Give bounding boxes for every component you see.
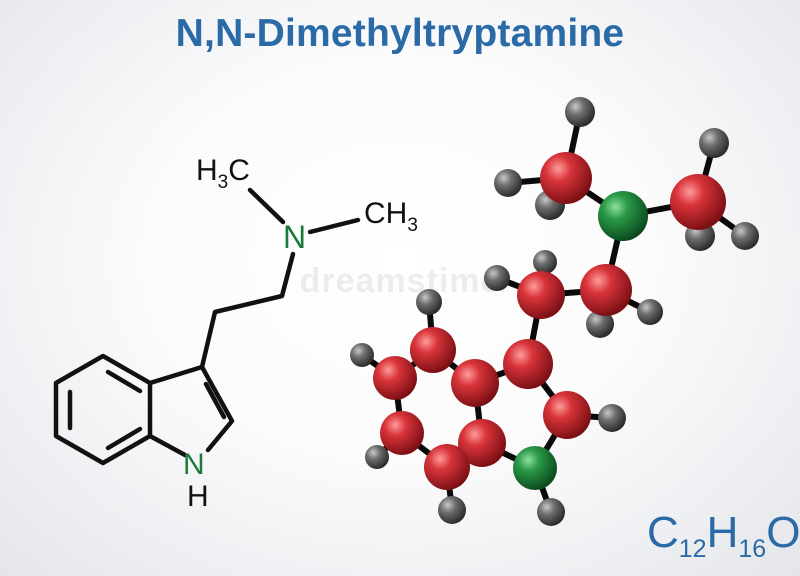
pyrrole-double-bond (203, 381, 227, 420)
carbon-atoms (373, 152, 726, 490)
pyrrole-ring-bonds (147, 364, 235, 453)
page-title: N,N-Dimethyltryptamine (175, 12, 625, 55)
ring-hydrogen-label: H (187, 480, 209, 513)
n-methyl-bond (247, 187, 286, 225)
nitrogen-atoms (513, 191, 648, 490)
amine-nitrogen-label: N (283, 219, 306, 255)
methyl-right-label: CH3 (364, 197, 418, 236)
benzene-double-bond (105, 369, 143, 394)
watermark: dreamstime (299, 262, 501, 300)
methyl-left-label: H3C (196, 154, 250, 193)
ball-and-stick-model (350, 97, 759, 526)
molecular-formula: C12H16O2 (647, 508, 800, 563)
hydrogen-atoms (350, 97, 759, 526)
pyrrole-ring-bond (147, 433, 188, 458)
n-methyl-bond (307, 217, 361, 235)
ring-nitrogen-label: N (183, 448, 205, 481)
benzene-double-bond (105, 426, 143, 451)
ethyl-chain-bonds (199, 251, 296, 370)
skeletal-formula (53, 187, 361, 466)
